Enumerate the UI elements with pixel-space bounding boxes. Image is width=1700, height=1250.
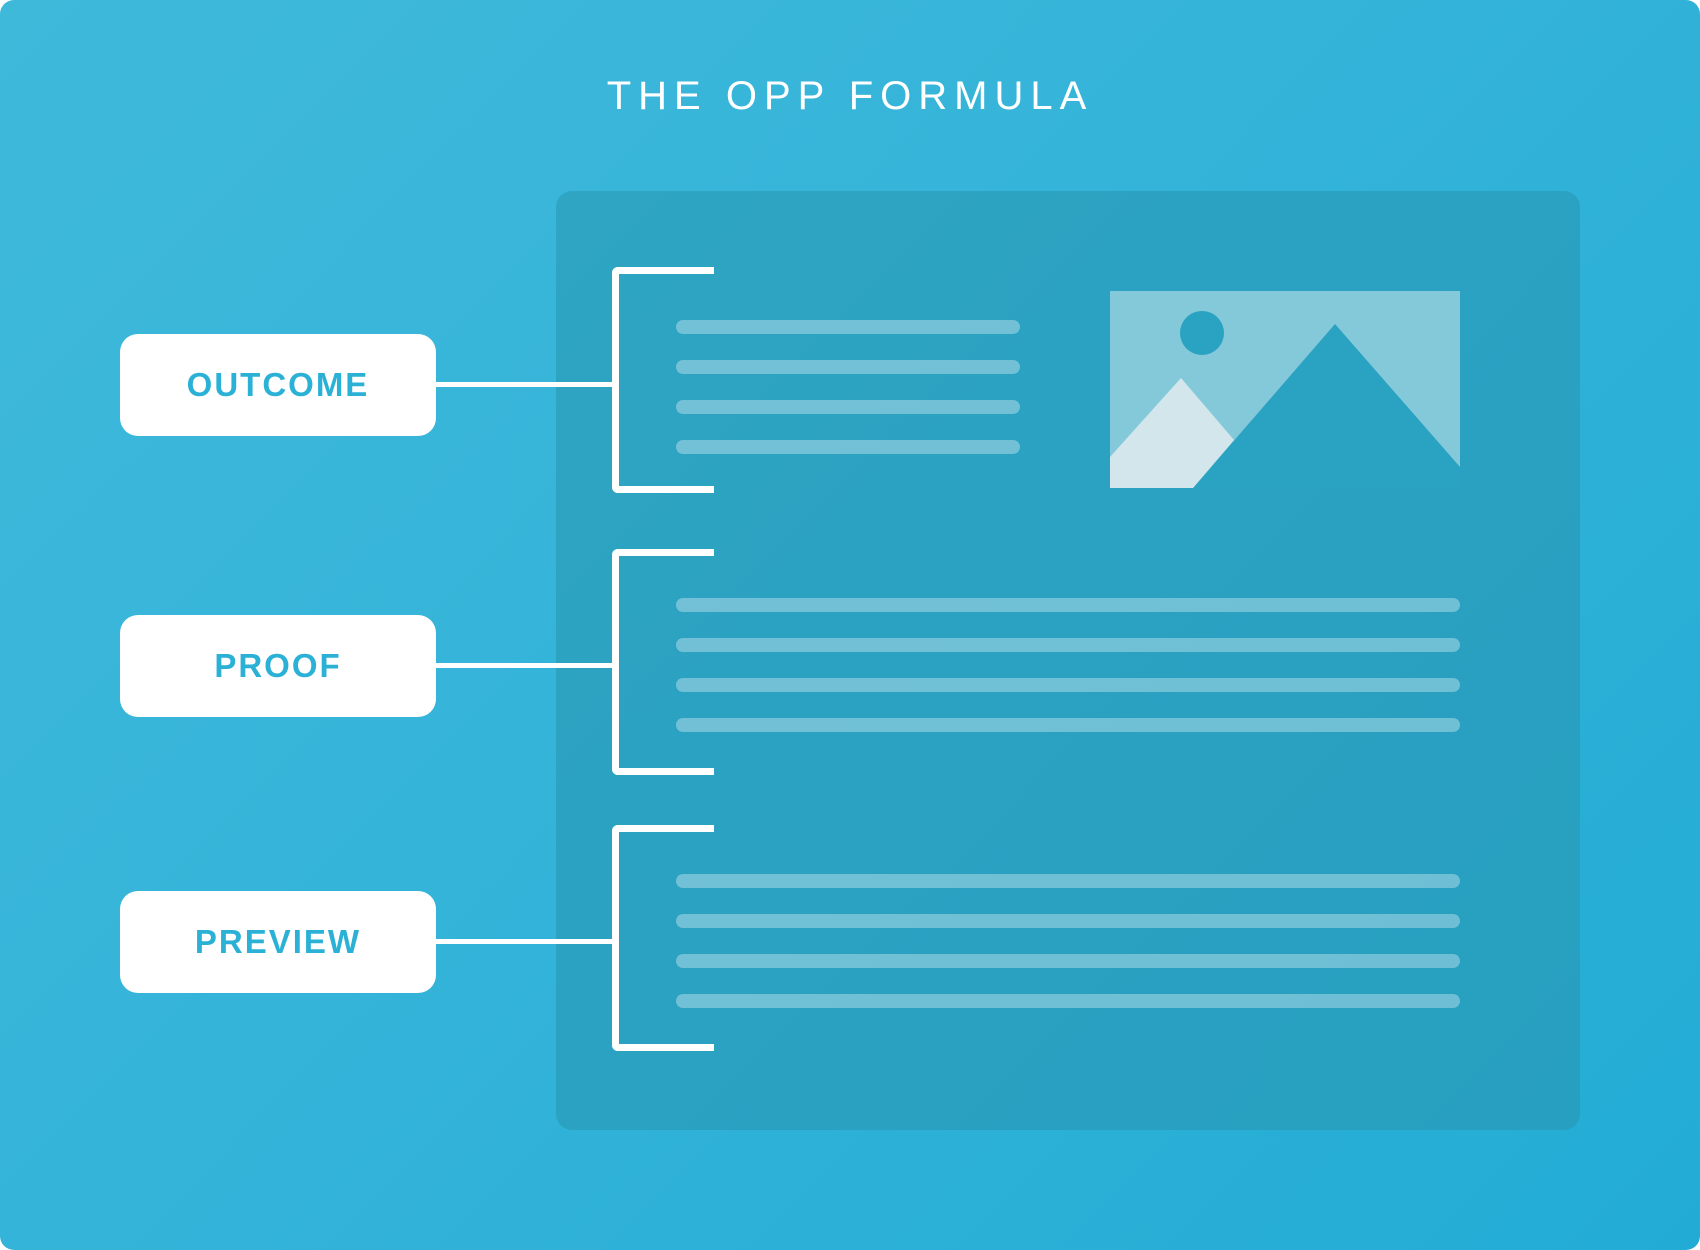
- outcome-bracket: [612, 267, 714, 493]
- outcome-text-line: [676, 400, 1020, 414]
- proof-text-line: [676, 678, 1460, 692]
- preview-bracket: [612, 825, 714, 1051]
- diagram-title: THE OPP FORMULA: [606, 74, 1094, 118]
- preview-label: PREVIEW: [194, 923, 362, 960]
- preview-text-line: [676, 874, 1460, 888]
- proof-text-line: [676, 598, 1460, 612]
- preview-label-box: PREVIEW: [120, 891, 436, 993]
- outcome-label-box: OUTCOME: [120, 334, 436, 436]
- proof-connector: [436, 663, 612, 668]
- proof-bracket: [612, 549, 714, 775]
- preview-text-line: [676, 914, 1460, 928]
- proof-label-box: PROOF: [120, 615, 436, 717]
- proof-label: PROOF: [214, 647, 342, 684]
- outcome-label: OUTCOME: [186, 366, 370, 403]
- preview-text-line: [676, 994, 1460, 1008]
- outcome-text-line: [676, 320, 1020, 334]
- outcome-connector: [436, 382, 612, 387]
- preview-connector: [436, 939, 612, 944]
- outcome-text-line: [676, 440, 1020, 454]
- preview-text-line: [676, 954, 1460, 968]
- outcome-text-line: [676, 360, 1020, 374]
- image-placeholder-icon: [1110, 291, 1460, 488]
- proof-text-line: [676, 638, 1460, 652]
- proof-text-line: [676, 718, 1460, 732]
